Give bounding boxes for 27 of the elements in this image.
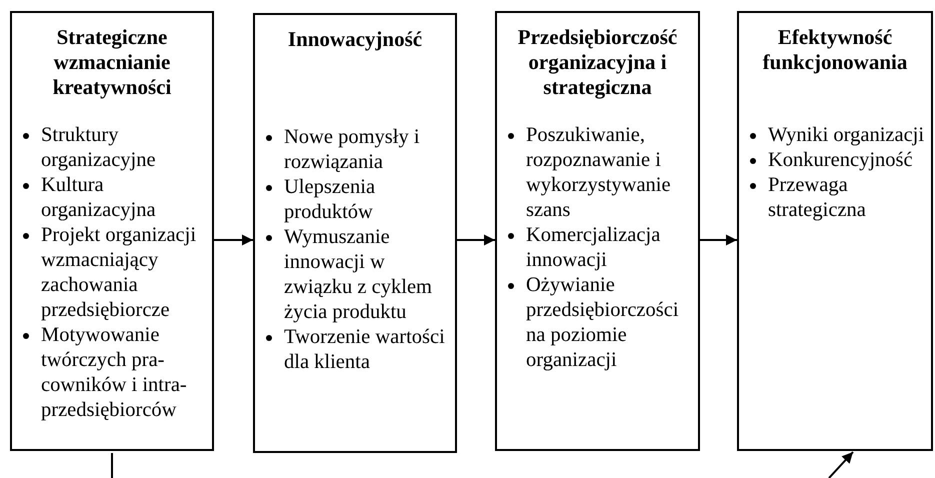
bullet-item: Struktury organizacyjne <box>41 123 157 173</box>
bullet-item: Wyniki organizacji <box>768 123 926 148</box>
bullet-item: Tworzenie wartości dla klienta <box>284 325 446 375</box>
process-box <box>737 11 933 451</box>
connector-line <box>111 453 113 478</box>
box-heading: Innowacyjność <box>286 27 424 52</box>
bullet-item: Motywowanie twórczych pra-cowników i intra-przedsiębiorców <box>41 323 188 423</box>
arrow <box>457 234 495 246</box>
arrow <box>700 234 737 246</box>
bullet-item: Przewaga strategiczna <box>768 173 867 223</box>
arrow <box>214 234 253 246</box>
bullet-item: Ożywianie przedsiębiorczości na poziomie organizacji <box>526 273 680 373</box>
box-heading: Efektywność funkcjonowania <box>762 25 908 75</box>
arrow <box>828 451 854 478</box>
bullet-item: Ulepszenia produktów <box>284 175 376 225</box>
process-box <box>495 11 700 451</box>
box-heading: Przedsiębiorczość organizacyjna i strategiczna <box>516 25 678 100</box>
process-box <box>253 13 457 453</box>
bullet-item: Nowe pomysły i rozwiązania <box>284 125 421 175</box>
bullet-item: Projekt organizacji wzmacniający zachowania przedsiębiorcze <box>41 223 198 323</box>
box-heading: Strategiczne wzmacnianie kreatywności <box>52 25 172 100</box>
bullet-item: Wymuszanie innowacji w związku z cyklem życia produktu <box>284 225 433 325</box>
bullet-item: Kultura organizacyjna <box>41 173 157 223</box>
bullet-item: Komercjalizacja innowacji <box>526 223 662 273</box>
bullet-item: Poszukiwanie, rozpoznawanie i wykorzystywanie szans <box>526 123 672 223</box>
process-box <box>10 11 214 451</box>
bullet-item: Konkurencyjność <box>768 148 914 173</box>
